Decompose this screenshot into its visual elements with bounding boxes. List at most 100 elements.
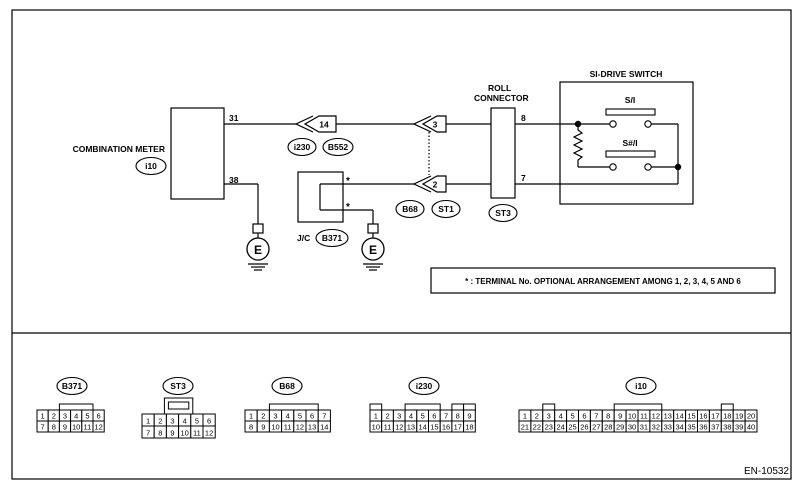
face-i230-label: i230 (416, 381, 433, 391)
face-st3-pin: 12 (205, 429, 213, 438)
face-i10-pin: 22 (533, 423, 541, 432)
face-st3-pin: 6 (207, 417, 211, 426)
face-i10-pin: 31 (640, 423, 648, 432)
face-b371-pin: 8 (52, 423, 56, 432)
face-b371-cell (92, 420, 105, 433)
face-i230-cell (463, 420, 476, 433)
si-drive-switch-label: SI-DRIVE SWITCH (590, 69, 663, 79)
face-b68-pin: 1 (249, 412, 253, 421)
face-st3-cell (202, 425, 216, 439)
face-i10-pin: 38 (723, 423, 731, 432)
combination-meter: COMBINATION METER i10 31 38 (73, 107, 239, 200)
face-i10-pin: 6 (582, 412, 586, 421)
terminal-note-box (430, 267, 776, 294)
diagram-frame (11, 9, 792, 480)
resistor-symbol (572, 124, 584, 167)
face-i230-tab-0 (369, 403, 383, 411)
roll-connector-pin-7: 7 (521, 173, 526, 183)
face-i10-pin: 30 (628, 423, 636, 432)
joint-connector-code: B371 (322, 233, 343, 243)
face-b68-pin: 10 (271, 423, 279, 432)
face-b371-pin: 2 (52, 412, 56, 421)
face-i10-pin: 26 (580, 423, 588, 432)
ground-1-label: E (254, 243, 262, 257)
face-i10-pin: 4 (559, 412, 563, 421)
face-st3-pin: 5 (195, 417, 199, 426)
face-i10-pin: 21 (521, 423, 529, 432)
face-i230-pin: 17 (454, 423, 462, 432)
face-i10-pin: 23 (545, 423, 553, 432)
ground-2: E (361, 223, 385, 271)
contact-sharp-left (609, 163, 617, 171)
combination-meter-code: i10 (145, 161, 157, 171)
face-i10-pin: 17 (711, 412, 719, 421)
face-i10-pin: 20 (747, 412, 755, 421)
face-b371-tab-0 (58, 403, 94, 411)
face-i10-pin: 35 (687, 423, 695, 432)
face-i10-pin: 19 (735, 412, 743, 421)
face-i10-pin: 2 (535, 412, 539, 421)
face-st3-pin: 4 (183, 417, 187, 426)
face-b371-pin: 6 (97, 412, 101, 421)
face-i10-pin: 24 (556, 423, 564, 432)
inline-connector-14: 14 i230 B552 (287, 115, 354, 157)
combination-meter-label: COMBINATION METER (73, 144, 165, 154)
face-b371-pin: 3 (63, 412, 67, 421)
face-i10-pin: 33 (664, 423, 672, 432)
face-i10-pin: 12 (652, 412, 660, 421)
face-i10-pin: 32 (652, 423, 660, 432)
inline-connector-3: 3 (412, 115, 447, 133)
ground-1: E (246, 223, 270, 271)
joint-connector-code-oval (315, 228, 349, 248)
face-i230-pin: 4 (409, 412, 413, 421)
contact-si-left (609, 120, 617, 128)
face-st3-pin: 10 (181, 429, 189, 438)
face-i10-pin: 7 (594, 412, 598, 421)
face-b371-pin: 7 (41, 423, 45, 432)
face-b68-pin: 7 (322, 412, 326, 421)
face-i10-pin: 29 (616, 423, 624, 432)
face-b371-pin: 9 (63, 423, 67, 432)
face-i10-pin: 27 (592, 423, 600, 432)
roll-connector-code-oval (488, 203, 518, 223)
face-b68-oval (271, 376, 303, 396)
terminal-note-text: * : TERMINAL No. OPTIONAL ARRANGEMENT AM… (465, 277, 741, 286)
ground-2-circle (361, 237, 385, 261)
joint-connector-mark-2: * (346, 202, 350, 213)
face-i230-pin: 3 (397, 412, 401, 421)
face-i230-pin: 1 (374, 412, 378, 421)
plunger-si (605, 108, 656, 116)
face-b371-pin: 5 (85, 412, 89, 421)
si-drive-switch: SI-DRIVE SWITCH S/I S#/I (559, 69, 694, 205)
figure-id: EN-10532 (744, 466, 789, 477)
face-i10-pin: 3 (547, 412, 551, 421)
joint-connector-prefix: J/C (297, 233, 310, 243)
connector-14-body (303, 115, 337, 133)
meter-pin-38: 38 (229, 175, 239, 185)
face-b68-pin: 14 (320, 423, 328, 432)
ground-1-terminal (252, 223, 264, 234)
face-b68-label: B68 (279, 381, 295, 391)
face-b371-pin: 12 (94, 423, 102, 432)
contact-si-right (644, 120, 652, 128)
inline-connector-2: 2 B68 ST1 (395, 175, 461, 219)
connector-b68-oval (395, 199, 425, 219)
face-i230-tab-3 (463, 403, 476, 411)
connector-st1-code: ST1 (438, 204, 454, 214)
connector-i230-oval (287, 137, 317, 157)
combination-meter-code-oval (135, 156, 167, 176)
terminal-note: * : TERMINAL No. OPTIONAL ARRANGEMENT AM… (430, 267, 776, 294)
face-i230-pin: 9 (467, 412, 471, 421)
face-i230-pin: 5 (421, 412, 425, 421)
face-i10-pin: 14 (675, 412, 683, 421)
face-i230-tab-2 (451, 403, 465, 411)
face-i230-pin: 2 (385, 412, 389, 421)
face-i10-pin: 15 (687, 412, 695, 421)
face-i10-label: i10 (635, 381, 647, 391)
face-st3-pin: 8 (158, 429, 162, 438)
face-i10-pin: 8 (606, 412, 610, 421)
connector-b552-oval (322, 137, 354, 157)
contact-sharp-right (644, 163, 652, 171)
